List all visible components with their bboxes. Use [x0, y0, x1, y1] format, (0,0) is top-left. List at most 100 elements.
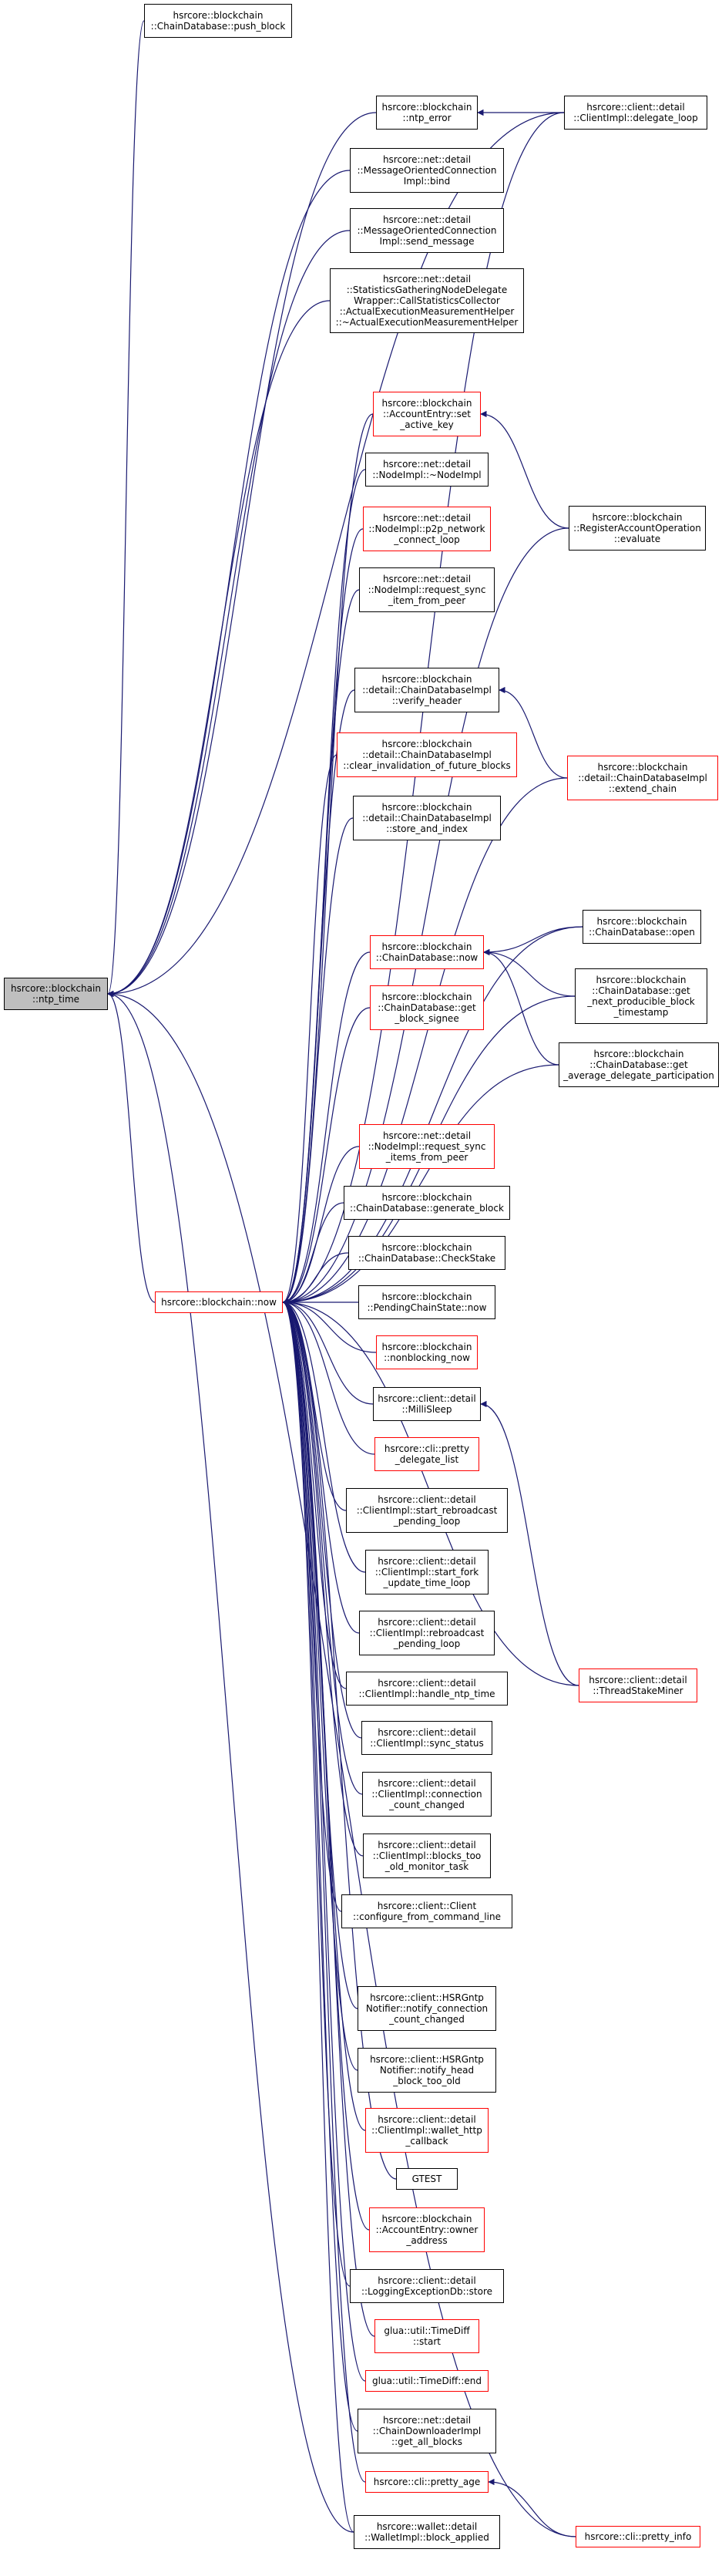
node-label-line: ::NodeImpl::p2p_network: [368, 524, 485, 534]
node-send_message[interactable]: hsrcore::net::detail::MessageOrientedCon…: [350, 208, 504, 253]
node-owner_address[interactable]: hsrcore::blockchain::AccountEntry::owner…: [369, 2207, 485, 2252]
node-label-line: _items_from_peer: [385, 1152, 468, 1163]
edge-cdb_open-to-cdb_now: [483, 926, 583, 956]
node-label-line: glua::util::TimeDiff: [384, 2325, 470, 2336]
node-thread_stake_miner[interactable]: hsrcore::client::detail::ThreadStakeMine…: [579, 1669, 697, 1702]
node-label-line: ::ChainDatabase::CheckStake: [358, 1253, 496, 1264]
node-label-line: ::AccountEntry::owner: [375, 2224, 479, 2235]
node-label-line: _block_signee: [395, 1013, 459, 1024]
edge-sync_status-to-bc_now: [282, 1298, 362, 1739]
node-nonblocking_now[interactable]: hsrcore::blockchain::nonblocking_now: [376, 1335, 478, 1369]
node-timediff_start[interactable]: glua::util::TimeDiff::start: [374, 2319, 479, 2353]
node-label-line: hsrcore::client::detail: [378, 1778, 476, 1789]
node-get_block_signee[interactable]: hsrcore::blockchain::ChainDatabase::get_…: [370, 985, 484, 1030]
node-bind[interactable]: hsrcore::net::detail::MessageOrientedCon…: [350, 148, 504, 193]
edge-block_applied-to-bc_now: [282, 1299, 354, 2533]
node-delegate_loop[interactable]: hsrcore::client::detail::ClientImpl::del…: [564, 96, 707, 130]
node-label-line: ::LoggingExceptionDb::store: [361, 2286, 493, 2297]
edge-avg_delegate-to-cdb_now: [483, 948, 559, 1066]
edge-verify_header-to-bc_now: [282, 689, 355, 1306]
node-label-line: Impl::bind: [403, 176, 451, 187]
edge-stats_helper-to-root: [107, 300, 331, 998]
node-cdb_open[interactable]: hsrcore::blockchain::ChainDatabase::open: [583, 910, 701, 944]
node-req_sync_item[interactable]: hsrcore::net::detail::NodeImpl::request_…: [359, 567, 495, 612]
node-pending_now[interactable]: hsrcore::blockchain::PendingChainState::…: [358, 1285, 495, 1319]
node-rebroadcast_pending[interactable]: hsrcore::client::detail::ClientImpl::reb…: [359, 1611, 495, 1655]
node-label-line: Notifier::notify_connection: [365, 2003, 489, 2014]
edge-millisleep-to-bc_now: [282, 1298, 374, 1405]
node-sync_status[interactable]: hsrcore::client::detail::ClientImpl::syn…: [361, 1721, 492, 1755]
node-label-line: ::evaluate: [613, 534, 661, 544]
node-label-line: ::nonblocking_now: [384, 1352, 470, 1363]
node-bc_now[interactable]: hsrcore::blockchain::now: [155, 1291, 283, 1313]
node-label-line: hsrcore::blockchain: [173, 10, 264, 21]
node-label-line: ::clear_invalidation_of_future_blocks: [343, 760, 511, 771]
node-root[interactable]: hsrcore::blockchain::ntp_time: [4, 978, 108, 1010]
node-set_active_key[interactable]: hsrcore::blockchain::AccountEntry::set_a…: [373, 392, 481, 436]
node-label-line: hsrcore::client::detail: [378, 2114, 476, 2125]
node-label-line: hsrcore::client::HSRGntp: [370, 2054, 484, 2065]
node-extend_chain[interactable]: hsrcore::blockchain::detail::ChainDataba…: [567, 756, 718, 800]
node-label-line: Notifier::notify_head: [379, 2065, 475, 2076]
node-pretty_age[interactable]: hsrcore::cli::pretty_age: [365, 2471, 489, 2493]
node-label-line: hsrcore::net::detail: [382, 274, 472, 285]
node-label-line: hsrcore::client::detail: [378, 1727, 476, 1738]
node-next_producible[interactable]: hsrcore::blockchain::ChainDatabase::get_…: [575, 968, 707, 1024]
node-check_stake[interactable]: hsrcore::blockchain::ChainDatabase::Chec…: [348, 1236, 505, 1270]
node-label-line: hsrcore::blockchain: [11, 983, 101, 994]
edge-pretty_info-to-root: [107, 990, 576, 2537]
node-label-line: hsrcore::client::HSRGntp: [370, 1992, 484, 2003]
node-timediff_end[interactable]: glua::util::TimeDiff::end: [365, 2370, 489, 2392]
edge-blocks_too_old-to-bc_now: [282, 1298, 364, 1857]
node-configure_cmd[interactable]: hsrcore::client::Client::configure_from_…: [341, 1894, 512, 1928]
node-req_sync_items[interactable]: hsrcore::net::detail::NodeImpl::request_…: [359, 1124, 495, 1169]
edge-cdb_open-to-bc_now: [282, 926, 583, 1306]
node-label-line: hsrcore::net::detail: [382, 459, 472, 470]
node-label-line: ::ChainDatabase::open: [589, 927, 695, 938]
node-label-line: ::StatisticsGatheringNodeDelegate: [346, 285, 508, 295]
node-register_eval[interactable]: hsrcore::blockchain::RegisterAccountOper…: [569, 506, 706, 551]
node-stats_helper[interactable]: hsrcore::net::detail::StatisticsGatherin…: [330, 268, 524, 333]
node-label-line: ::ChainDatabase::generate_block: [350, 1203, 504, 1214]
node-push_block[interactable]: hsrcore::blockchain::ChainDatabase::push…: [144, 4, 292, 38]
node-label-line: ::extend_chain: [608, 783, 677, 794]
node-pretty_info[interactable]: hsrcore::cli::pretty_info: [576, 2526, 700, 2547]
node-verify_header[interactable]: hsrcore::blockchain::detail::ChainDataba…: [354, 668, 499, 712]
edge-extend_chain-to-verify_header: [499, 686, 568, 779]
node-logging_store[interactable]: hsrcore::client::detail::LoggingExceptio…: [350, 2269, 504, 2303]
node-label-line: ::verify_header: [391, 695, 462, 706]
node-label-line: hsrcore::wallet::detail: [376, 2521, 478, 2532]
node-label-line: hsrcore::blockchain: [381, 398, 472, 409]
node-ntp_error[interactable]: hsrcore::blockchain::ntp_error: [376, 96, 478, 130]
edge-block_applied-to-root: [107, 990, 354, 2533]
node-blocks_too_old[interactable]: hsrcore::client::detail::ClientImpl::blo…: [363, 1834, 491, 1878]
node-pretty_delegate_list[interactable]: hsrcore::cli::pretty_delegate_list: [374, 1437, 479, 1471]
node-start_fork_update[interactable]: hsrcore::client::detail::ClientImpl::sta…: [365, 1550, 489, 1594]
node-gtest[interactable]: GTEST: [396, 2168, 458, 2190]
node-avg_delegate[interactable]: hsrcore::blockchain::ChainDatabase::get_…: [559, 1042, 719, 1087]
node-label-line: ::RegisterAccountOperation: [573, 523, 701, 534]
node-connection_count_changed[interactable]: hsrcore::client::detail::ClientImpl::con…: [362, 1772, 492, 1817]
node-label-line: ::AccountEntry::set: [382, 409, 472, 419]
node-store_and_index[interactable]: hsrcore::blockchain::detail::ChainDataba…: [353, 796, 501, 840]
node-label-line: hsrcore::net::detail: [382, 154, 472, 165]
edge-cdb_now-to-bc_now: [282, 951, 371, 1306]
node-handle_ntp_time[interactable]: hsrcore::client::detail::ClientImpl::han…: [346, 1672, 508, 1706]
node-millisleep[interactable]: hsrcore::client::detail::MilliSleep: [373, 1387, 481, 1421]
node-wallet_http_cb[interactable]: hsrcore::client::detail::ClientImpl::wal…: [365, 2108, 489, 2153]
node-node_dtor[interactable]: hsrcore::net::detail::NodeImpl::~NodeImp…: [365, 453, 489, 487]
node-clear_invalidation[interactable]: hsrcore::blockchain::detail::ChainDataba…: [337, 732, 517, 777]
node-p2p_loop[interactable]: hsrcore::net::detail::NodeImpl::p2p_netw…: [363, 507, 491, 551]
node-cdb_now[interactable]: hsrcore::blockchain::ChainDatabase::now: [370, 935, 484, 969]
node-generate_block[interactable]: hsrcore::blockchain::ChainDatabase::gene…: [344, 1186, 510, 1220]
node-block_applied[interactable]: hsrcore::wallet::detail::WalletImpl::blo…: [354, 2515, 500, 2549]
node-label-line: hsrcore::client::detail: [589, 1675, 687, 1685]
node-start_rebroadcast[interactable]: hsrcore::client::detail::ClientImpl::sta…: [346, 1488, 508, 1533]
edge-set_active_key-to-bc_now: [282, 413, 374, 1306]
node-label-line: hsrcore::client::detail: [378, 2275, 476, 2286]
node-label-line: ::ClientImpl::start_fork: [374, 1567, 479, 1578]
node-get_all_blocks[interactable]: hsrcore::net::detail::ChainDownloaderImp…: [358, 2409, 496, 2453]
node-label-line: hsrcore::blockchain: [381, 674, 472, 685]
